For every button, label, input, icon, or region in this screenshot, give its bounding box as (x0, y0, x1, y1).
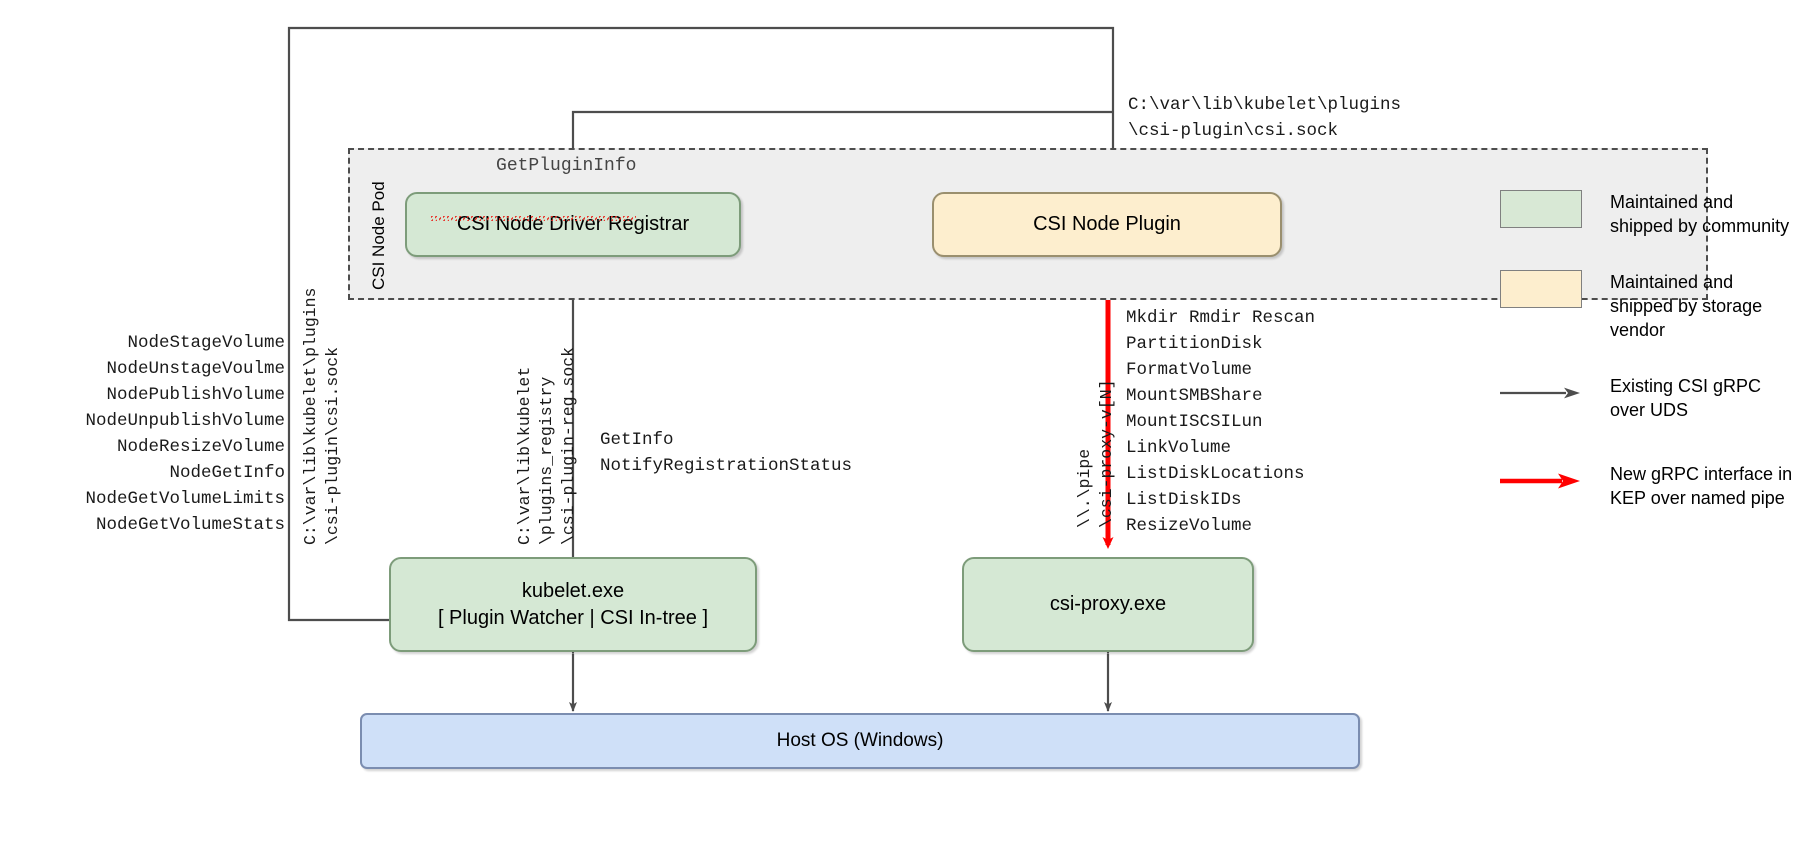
label-get-plugin-info: GetPluginInfo (388, 116, 636, 239)
csi-node-pod-label-text: CSI Node Pod (369, 181, 388, 290)
label-get-plugin-info-text: GetPluginInfo (496, 156, 637, 176)
csi-node-pod-label: CSI Node Pod (359, 50, 389, 290)
legend-item-existing-grpc: Existing CSI gRPC over UDS (1500, 374, 1800, 422)
node-kubelet-exe-subtitle: [ Plugin Watcher | CSI In-tree ] (437, 606, 709, 629)
legend-text-community: Maintained and shipped by community (1610, 192, 1790, 236)
legend-text-storage-vendor: Maintained and shipped by storage vendor (1610, 272, 1763, 340)
csi-node-rpc-list: NodeStageVolume NodeUnstageVoulme NodePu… (85, 333, 285, 535)
legend-text-existing-grpc: Existing CSI gRPC over UDS (1610, 376, 1762, 420)
named-pipe-path-vertical-label: \\.\pipe \csi-proxy-v[N] (1075, 379, 1116, 528)
node-kubelet-exe[interactable]: kubelet.exe [ Plugin Watcher | CSI In-tr… (389, 557, 757, 652)
node-kubelet-exe-title: kubelet.exe (521, 579, 625, 602)
legend-item-community: Maintained and shipped by community (1500, 190, 1800, 238)
spellcheck-squiggle-icon (431, 216, 636, 222)
plugin-socket-path-label: C:\var\lib\kubelet\plugins \csi-plugin\c… (1128, 95, 1402, 141)
node-csi-node-plugin-label: CSI Node Plugin (1033, 213, 1181, 235)
csi-sock-path-vertical-label: C:\var\lib\kubelet\plugins \csi-plugin\c… (301, 287, 342, 545)
legend-arrow-grey-icon (1500, 374, 1582, 412)
legend: Maintained and shipped by community Main… (1500, 190, 1800, 542)
node-csi-node-plugin[interactable]: CSI Node Plugin (932, 192, 1282, 257)
legend-swatch-green-icon (1500, 190, 1582, 228)
legend-swatch-yellow-icon (1500, 270, 1582, 308)
registration-calls-label: GetInfo NotifyRegistrationStatus (600, 430, 853, 476)
node-csi-proxy-exe-label: csi-proxy.exe (1049, 593, 1167, 615)
legend-text-new-grpc: New gRPC interface in KEP over named pip… (1610, 464, 1793, 508)
legend-item-storage-vendor: Maintained and shipped by storage vendor (1500, 270, 1800, 342)
legend-arrow-red-icon (1500, 462, 1582, 500)
node-host-os[interactable]: Host OS (Windows) (360, 713, 1360, 769)
node-csi-proxy-exe[interactable]: csi-proxy.exe (962, 557, 1254, 652)
csi-proxy-operations-list: Mkdir Rmdir Rescan PartitionDisk FormatV… (1126, 308, 1316, 536)
registry-sock-path-vertical-label: C:\var\lib\kubelet \plugins_registry \cs… (515, 346, 578, 545)
legend-item-new-grpc: New gRPC interface in KEP over named pip… (1500, 462, 1800, 510)
node-host-os-label: Host OS (Windows) (776, 730, 944, 752)
